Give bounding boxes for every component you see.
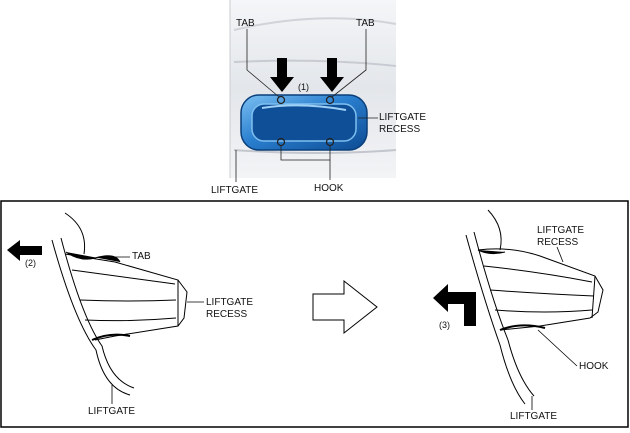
recess-rib xyxy=(494,309,593,313)
hook-shape xyxy=(91,333,131,341)
tab-right-label: TAB xyxy=(356,18,375,29)
sequence-arrow xyxy=(312,279,378,335)
recess-label-line1: LIFTGATE xyxy=(379,112,427,123)
tab-right-leader xyxy=(331,29,367,98)
tab-left-label: TAB xyxy=(236,18,255,29)
hook-shape xyxy=(499,324,546,331)
panel-highlight xyxy=(233,17,397,31)
left-section-view xyxy=(51,212,204,404)
recess-label-left-line1: LIFTGATE xyxy=(206,297,254,308)
recess-label-right-line2: RECESS xyxy=(537,237,579,248)
tab-marker xyxy=(325,95,335,105)
tab-left-leader xyxy=(246,29,280,98)
liftgate-outline xyxy=(487,209,502,251)
hook-label-right: HOOK xyxy=(579,361,609,372)
pull-arrow-left xyxy=(7,240,42,261)
pull-arrow-bent xyxy=(433,284,476,326)
recess-rib xyxy=(79,299,177,302)
liftgate-label-top: LIFTGATE xyxy=(211,185,259,196)
recess-label-left-line2: RECESS xyxy=(206,309,248,320)
liftgate-outline xyxy=(51,239,131,396)
recess-body xyxy=(477,248,604,331)
liftgate-recess-inner xyxy=(251,103,357,142)
recess-body xyxy=(64,253,188,341)
recess-rib xyxy=(71,269,176,285)
recess-label-right-line1: LIFTGATE xyxy=(537,225,585,236)
push-arrow-left xyxy=(270,58,294,92)
liftgate-outline xyxy=(465,234,526,405)
step-1-label: (1) xyxy=(298,82,309,92)
tab-label-left: TAB xyxy=(132,251,151,262)
hook-label-top: HOOK xyxy=(314,183,344,194)
bottom-frame xyxy=(0,200,629,428)
right-section-view xyxy=(465,209,604,410)
recess-rib xyxy=(489,289,595,297)
recess-label-line2: RECESS xyxy=(379,124,421,135)
top-photo-view xyxy=(229,0,397,182)
liftgate-label-right: LIFTGATE xyxy=(510,411,558,422)
step-2-label: (2) xyxy=(25,258,36,268)
tab-shape xyxy=(477,249,506,255)
liftgate-outline xyxy=(473,231,535,397)
liftgate-outline xyxy=(64,212,86,255)
recess-rib xyxy=(483,265,593,283)
recess-rib xyxy=(84,317,177,322)
panel-highlight xyxy=(233,149,397,154)
tab-shape xyxy=(65,251,121,263)
liftgate-label-left: LIFTGATE xyxy=(88,406,136,417)
recess-flange xyxy=(591,275,596,319)
push-arrow-right xyxy=(320,58,344,92)
hook-leader xyxy=(537,329,578,367)
recess-highlight xyxy=(261,104,347,111)
step-3-label: (3) xyxy=(439,320,450,330)
liftgate-outline xyxy=(60,237,135,389)
recess-leader xyxy=(556,246,564,263)
hook-bracket xyxy=(280,145,331,161)
panel-highlight xyxy=(233,59,397,67)
tab-marker xyxy=(276,95,286,105)
